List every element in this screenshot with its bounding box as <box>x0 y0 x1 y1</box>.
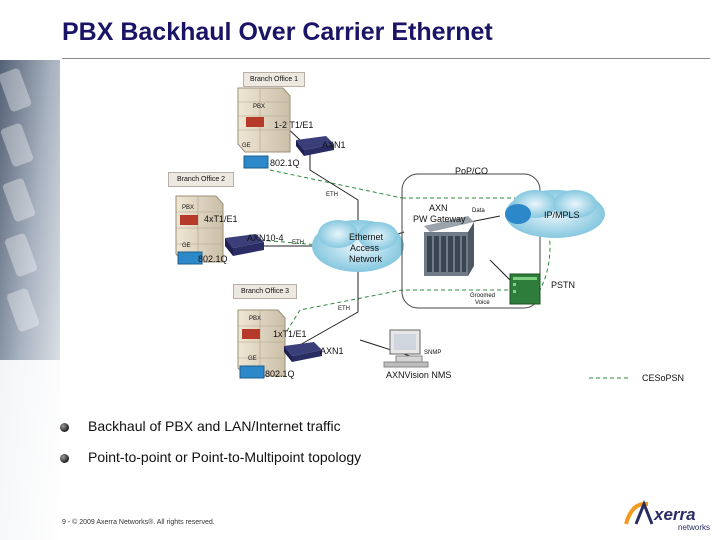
device-label-branch-1: AXN1 <box>322 140 346 150</box>
ge-label-branch-1: GE <box>242 143 251 149</box>
pop-co-label: PoP/CO <box>455 166 489 176</box>
link-label-branch-3: 1xT1/E1 <box>273 329 307 339</box>
ge-label-branch-2: GE <box>182 243 191 249</box>
bullet-text-2: Point-to-point or Point-to-Multipoint to… <box>88 449 362 465</box>
gateway-label-line-1: AXN <box>429 203 448 213</box>
eth-label-branch-2: ETH <box>292 240 304 246</box>
axn10-4-device-branch-2 <box>225 234 264 256</box>
pbx-cabinet-branch-1 <box>237 87 291 169</box>
groomed-label-line-1: Groomed <box>470 293 496 299</box>
bullet-dot-1 <box>60 423 69 432</box>
axn1-device-branch-1 <box>296 136 334 156</box>
snmp-label: SNMP <box>424 350 442 356</box>
ge-label-branch-3: GE <box>248 356 257 362</box>
nms-computer-icon <box>383 329 429 368</box>
legend-cesopsn-label: CESoPSN <box>642 373 685 383</box>
pbx-label-branch-1: PBX <box>253 104 266 110</box>
pw-gateway-chassis <box>424 216 474 276</box>
link-label-branch-1: 1-2 T1/E1 <box>274 120 314 130</box>
pbx-cabinet-branch-3 <box>237 309 286 379</box>
pbx-label-branch-2: PBX <box>182 205 195 211</box>
branch-office-1-label: Branch Office 1 <box>243 72 305 87</box>
device-label-branch-2: AXN10-4 <box>247 233 284 243</box>
keyboard-texture-graphic <box>0 0 60 540</box>
decorative-side-strip <box>0 0 60 540</box>
vlan-label-branch-2: 802.1Q <box>198 254 228 264</box>
cloud-label-line-2: Access <box>350 243 380 253</box>
data-label: Data <box>472 208 485 214</box>
pstn-label: PSTN <box>551 280 576 290</box>
eth-label-top: ETH <box>326 192 338 198</box>
bullet-text-1: Backhaul of PBX and LAN/Internet traffic <box>88 418 341 434</box>
pbx-label-branch-3: PBX <box>249 316 262 322</box>
svg-text:networks: networks <box>678 523 710 532</box>
cesopsn-dashed-lines <box>259 169 551 356</box>
vlan-label-branch-3: 802.1Q <box>265 369 295 379</box>
cloud-label-line-3: Network <box>349 254 383 264</box>
copyright-footer: 9 - © 2009 Axerra Networks®. All rights … <box>62 519 215 526</box>
vlan-label-branch-1: 802.1Q <box>270 158 300 168</box>
gateway-label-line-2: PW Gateway <box>413 214 466 224</box>
axerra-logo-graphic: xerra networks <box>624 499 710 532</box>
eth-label-bottom: ETH <box>338 306 350 312</box>
ip-mpls-cloud <box>505 190 605 238</box>
device-label-branch-3: AXN1 <box>320 346 344 356</box>
link-label-branch-2: 4xT1/E1 <box>204 214 238 224</box>
cloud-label-line-1: Ethernet <box>349 232 384 242</box>
pbx-cabinet-branch-2 <box>175 195 224 265</box>
ethernet-access-network-cloud <box>312 220 404 272</box>
title-underline <box>62 58 710 59</box>
page-title: PBX Backhaul Over Carrier Ethernet <box>62 18 493 46</box>
bullet-dot-2 <box>60 454 69 463</box>
pstn-switch <box>509 273 541 305</box>
branch-office-3-label: Branch Office 3 <box>233 284 297 299</box>
ip-mpls-label: IP/MPLS <box>544 210 580 220</box>
branch-office-2-label: Branch Office 2 <box>168 172 234 187</box>
svg-text:xerra: xerra <box>653 505 696 524</box>
axerra-logo: xerra networks <box>622 498 714 534</box>
pop-co-boundary <box>401 173 541 309</box>
nms-label: AXNVision NMS <box>386 370 452 380</box>
axn1-device-branch-3 <box>284 342 322 362</box>
groomed-label-line-2: Voice <box>475 300 490 306</box>
